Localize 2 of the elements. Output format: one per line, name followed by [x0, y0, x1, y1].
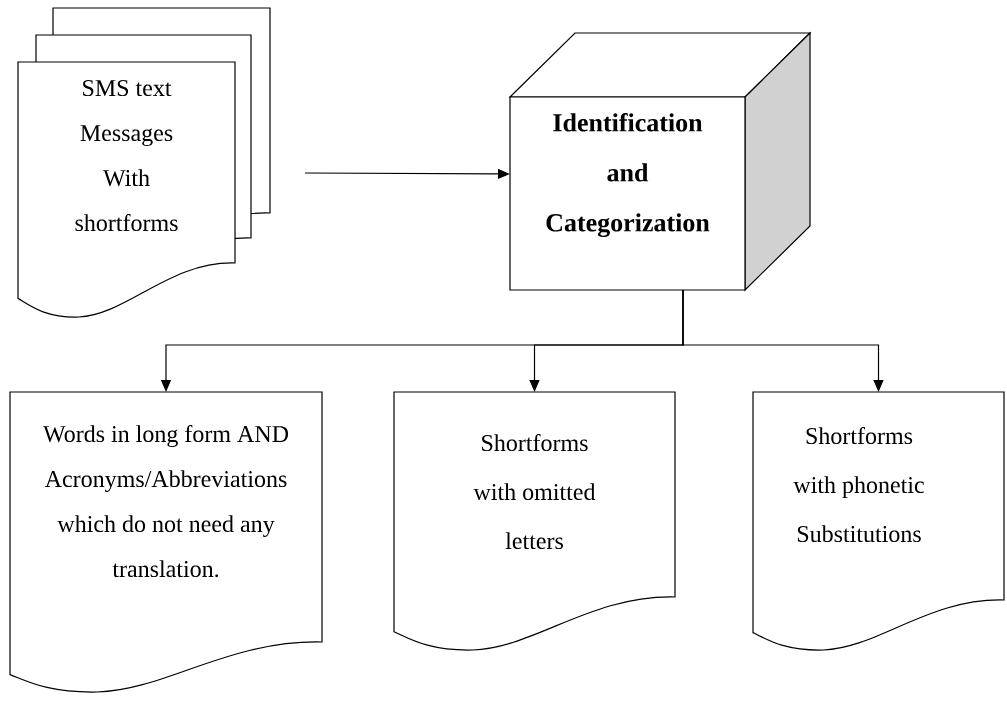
document-stack: SMS text Messages With shortforms	[17, 7, 271, 318]
arrow	[682, 289, 884, 392]
